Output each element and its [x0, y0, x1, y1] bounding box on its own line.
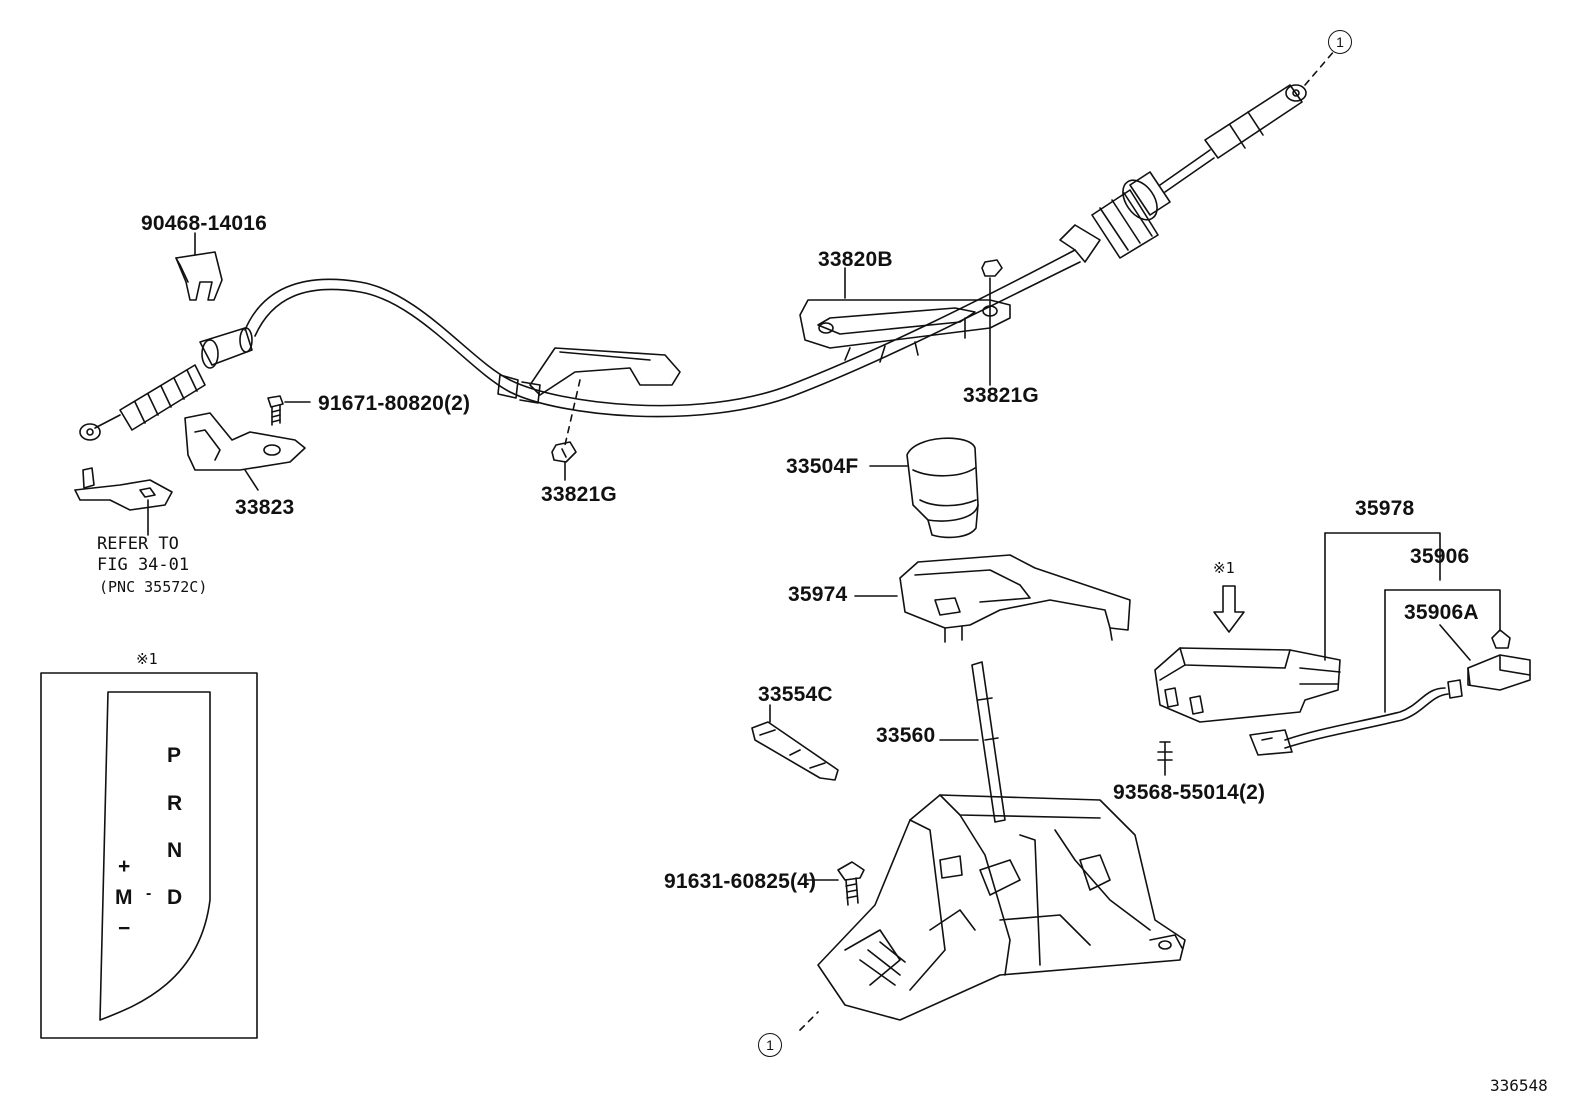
connector-mark-top: 1 [1328, 30, 1352, 54]
mid-bracket [529, 347, 681, 446]
gear-p: P [167, 744, 182, 767]
label-switch-assy: 35978 [1355, 497, 1415, 520]
note-mark: ※1 [1213, 559, 1235, 577]
leaders-misc [194, 232, 846, 299]
shift-cable [79, 49, 1336, 441]
nut-right [981, 259, 1003, 386]
bracket-33823 [184, 412, 306, 491]
inset-frame [40, 672, 258, 1039]
connector-parts [1467, 629, 1531, 691]
manual-minus: − [118, 917, 131, 940]
shift-knob [869, 437, 979, 539]
shift-base-assembly [799, 794, 1186, 1031]
refer-line-2: FIG 34-01 [97, 555, 190, 575]
gear-r: R [167, 792, 183, 815]
switch-assembly [1154, 647, 1341, 723]
figure-number: 336548 [1490, 1076, 1548, 1095]
label-bracket: 33823 [235, 496, 295, 519]
shift-lever [939, 661, 1006, 823]
bolt-b [804, 861, 865, 906]
manual-m: M [115, 886, 133, 909]
label-lever: 33560 [876, 724, 936, 747]
inset-mark: ※1 [136, 650, 158, 668]
pin-lever [74, 467, 173, 536]
refer-line-3: (PNC 35572C) [99, 578, 208, 596]
label-cable-clip: 90468-14016 [141, 212, 267, 235]
cover-plate [751, 704, 839, 781]
wire-harness [1249, 679, 1463, 756]
label-cover: 33554C [758, 683, 833, 706]
label-cable-assy: 33820B [818, 248, 893, 271]
nut-left [551, 441, 577, 481]
label-bolt-a: 91671-80820(2) [318, 392, 471, 415]
label-nut-b: 33821G [963, 384, 1039, 407]
label-screw: 93568-55014(2) [1113, 781, 1266, 804]
label-sub-b: 35906A [1404, 601, 1479, 624]
gear-d: D [167, 886, 183, 909]
connector-mark-bottom: 1 [758, 1033, 782, 1057]
bolt-a [267, 395, 311, 426]
refer-line-1: REFER TO [97, 534, 179, 554]
label-sub-a: 35906 [1410, 545, 1470, 568]
label-housing: 35974 [788, 583, 848, 606]
cable-bracket-plate [799, 299, 1011, 363]
label-knob: 33504F [786, 455, 859, 478]
manual-dash: - [146, 885, 152, 902]
manual-plus: + [118, 855, 131, 878]
switch-leaders [1157, 532, 1501, 776]
retaining-clip [175, 251, 223, 301]
position-indicator-housing [854, 554, 1131, 643]
label-nut-a: 33821G [541, 483, 617, 506]
note-arrow [1213, 585, 1245, 633]
gear-n: N [167, 839, 183, 862]
label-bolt-b: 91631-60825(4) [664, 870, 817, 893]
